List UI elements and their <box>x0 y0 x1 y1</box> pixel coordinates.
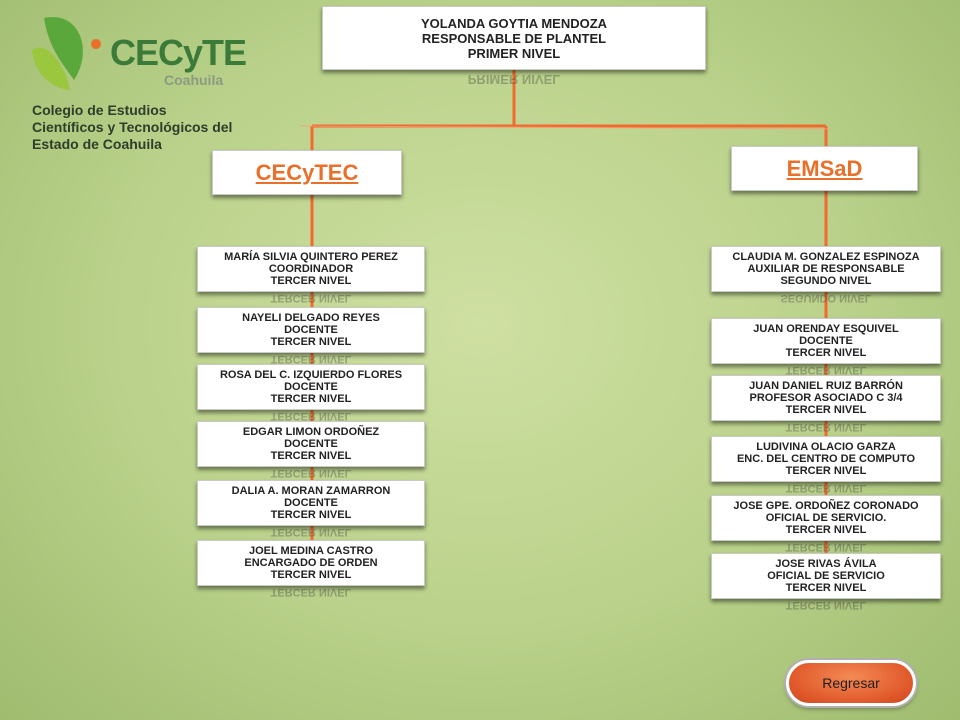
node-name: CLAUDIA M. GONZALEZ ESPINOZA <box>732 251 920 263</box>
node-level: TERCER NIVEL <box>785 465 867 477</box>
node-role: OFICIAL DE SERVICIO. <box>765 512 887 524</box>
node-level: TERCER NIVEL <box>785 524 867 536</box>
node-role: ENCARGADO DE ORDEN <box>244 557 378 569</box>
node-level: PRIMER NIVEL <box>467 45 561 61</box>
node-name: JUAN DANIEL RUIZ BARRÓN <box>749 380 903 392</box>
node-name: MARÍA SILVIA QUINTERO PEREZ <box>224 251 398 263</box>
node-role: DOCENTE <box>799 335 853 347</box>
leaf-logo-icon <box>32 16 101 90</box>
node-role: DOCENTE <box>284 381 338 393</box>
dept-right[interactable]: EMSaD <box>731 146 918 191</box>
node-level: TERCER NIVEL <box>785 347 867 359</box>
dept-right-label[interactable]: EMSaD <box>786 155 863 181</box>
logo-region-text: Coahuila <box>164 72 224 88</box>
node-level: TERCER NIVEL <box>270 336 352 348</box>
node-name: ROSA DEL C. IZQUIERDO FLORES <box>219 369 403 381</box>
node-name: JOEL MEDINA CASTRO <box>248 545 374 557</box>
node-role: RESPONSABLE DE PLANTEL <box>421 30 607 46</box>
node-role: DOCENTE <box>284 438 338 450</box>
node-name: LUDIVINA OLACIO GARZA <box>756 441 896 453</box>
node-role: ENC. DEL CENTRO DE COMPUTO <box>736 453 916 465</box>
node-level: TERCER NIVEL <box>270 393 352 405</box>
node-name: YOLANDA GOYTIA MENDOZA <box>420 15 608 31</box>
cecyte-logo: CECyTE Coahuila Colegio de Estudios Cien… <box>24 10 247 152</box>
logo-brand-text: CECyTE <box>110 32 247 73</box>
back-button[interactable]: Regresar <box>786 660 916 706</box>
node-role: DOCENTE <box>284 324 338 336</box>
node-name: DALIA A. MORAN ZAMARRON <box>231 485 391 497</box>
node-level: TERCER NIVEL <box>270 450 352 462</box>
node-level: TERCER NIVEL <box>270 569 352 581</box>
dept-left[interactable]: CECyTEC <box>212 150 402 195</box>
dept-left-label[interactable]: CECyTEC <box>255 159 359 185</box>
node-role: PROFESOR ASOCIADO C 3/4 <box>749 392 903 404</box>
back-button-label[interactable]: Regresar <box>822 675 880 691</box>
node-level: SEGUNDO NIVEL <box>780 275 872 287</box>
node-name: JUAN ORENDAY ESQUIVEL <box>753 323 899 335</box>
node-role: COORDINADOR <box>268 263 354 275</box>
node-level: TERCER NIVEL <box>270 275 352 287</box>
node-role: OFICIAL DE SERVICIO <box>767 570 885 582</box>
node-name: JOSE GPE. ORDOÑEZ CORONADO <box>733 500 919 512</box>
node-level: TERCER NIVEL <box>785 582 867 594</box>
node-level: TERCER NIVEL <box>270 509 352 521</box>
node-name: JOSE RIVAS ÁVILA <box>775 558 877 570</box>
node-name: EDGAR LIMON ORDOÑEZ <box>242 426 380 438</box>
logo-subtitle: Colegio de Estudios Científicos y Tecnol… <box>32 102 233 152</box>
node-level: TERCER NIVEL <box>785 404 867 416</box>
node-role: DOCENTE <box>284 497 338 509</box>
node-name: NAYELI DELGADO REYES <box>242 312 380 324</box>
top-node: YOLANDA GOYTIA MENDOZA RESPONSABLE DE PL… <box>322 6 706 70</box>
node-role: AUXILIAR DE RESPONSABLE <box>747 263 905 275</box>
